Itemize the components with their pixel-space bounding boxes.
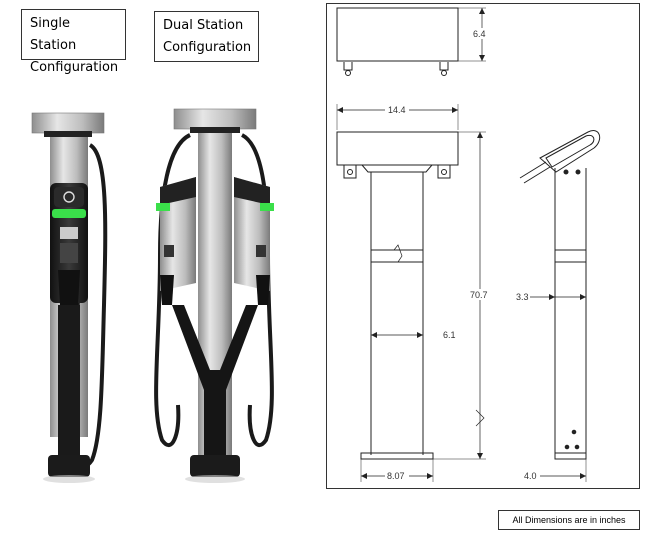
logo-icon <box>63 191 75 203</box>
technical-drawing-frame <box>326 3 640 489</box>
charger-unit-right <box>234 177 274 305</box>
charging-cable-right <box>240 133 274 448</box>
dual-label-line1: Dual Station <box>163 18 244 33</box>
status-light <box>52 209 86 218</box>
base <box>48 455 90 477</box>
cable-shroud <box>172 305 258 455</box>
dim-side-post-width: 3.3 <box>516 292 529 302</box>
charging-cable-left <box>154 133 192 448</box>
single-station-label: Single Station Configuration <box>21 9 126 75</box>
charger-unit-left <box>156 177 196 305</box>
dual-station-illustration <box>154 108 274 483</box>
single-label-line1: Single Station <box>30 16 77 53</box>
single-label-line2: Configuration <box>30 60 119 75</box>
dim-post-width: 6.1 <box>443 330 456 340</box>
dim-base-width: 8.07 <box>387 471 405 481</box>
dimensions-note: All Dimensions are in inches <box>498 510 640 530</box>
dual-station-label: Dual Station Configuration <box>154 11 259 62</box>
dim-top-width: 14.4 <box>388 105 406 115</box>
dual-label-line2: Configuration <box>163 40 252 55</box>
single-station-illustration <box>31 112 108 483</box>
dim-height: 70.7 <box>470 290 488 300</box>
dim-top-depth: 6.4 <box>473 29 486 39</box>
dimensions-note-text: All Dimensions are in inches <box>512 515 626 525</box>
dim-side-base-width: 4.0 <box>524 471 537 481</box>
base <box>190 455 240 477</box>
